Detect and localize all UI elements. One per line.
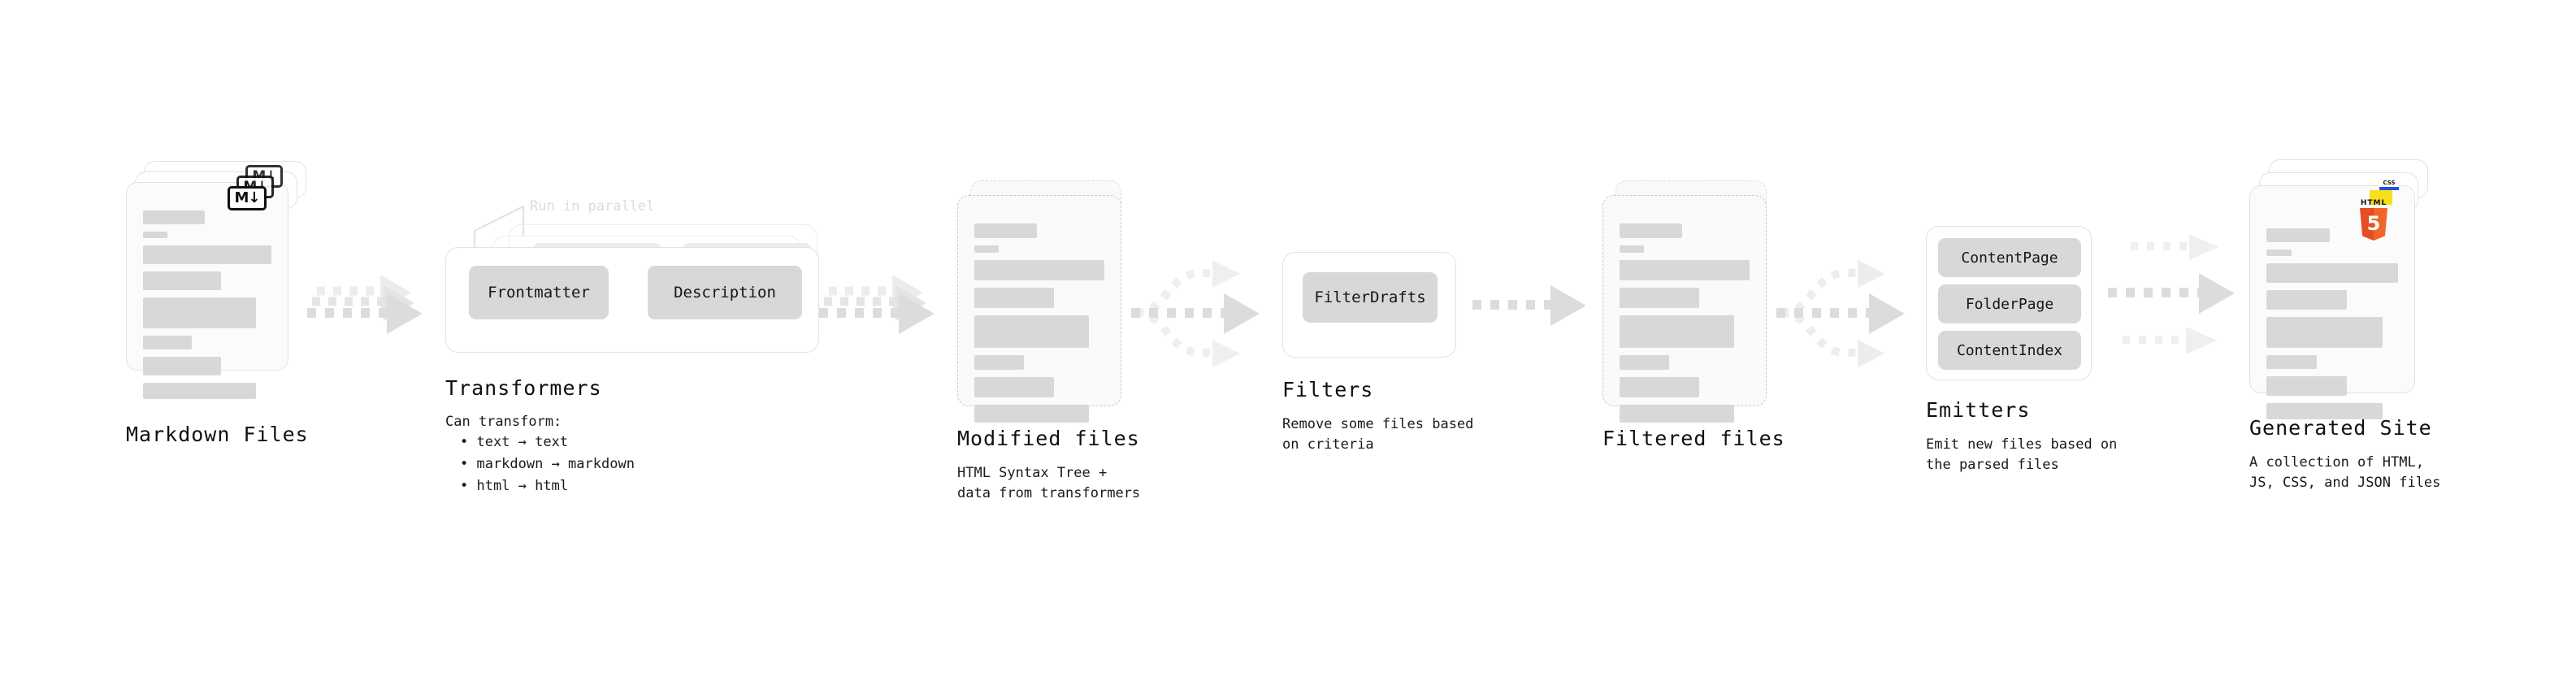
arrow-transformers-to-modified bbox=[819, 268, 949, 358]
skeleton-lines bbox=[1620, 223, 1750, 430]
skeleton-lines bbox=[143, 210, 271, 406]
css-icon-bar bbox=[2379, 187, 2399, 190]
emitters-subtitle: Emit new files based on the parsed files bbox=[1926, 436, 2118, 473]
modified-card-front bbox=[957, 195, 1121, 423]
css-icon-label: CSS bbox=[2383, 180, 2396, 186]
transformers-panel: Frontmatter Description bbox=[445, 247, 819, 353]
arrow-markdown-to-transformers bbox=[307, 268, 429, 358]
markdown-badge-front: M↓ bbox=[228, 186, 267, 210]
skeleton-lines bbox=[974, 223, 1104, 430]
arrow-modified-to-filters bbox=[1131, 254, 1271, 375]
markdown-badge-label-front: M↓ bbox=[234, 189, 261, 206]
chip-frontmatter[interactable]: Frontmatter bbox=[469, 266, 609, 319]
emitters-panel: ContentPage FolderPage ContentIndex bbox=[1926, 226, 2092, 380]
stage-title-filters: Filters bbox=[1282, 378, 1374, 401]
skeleton-lines bbox=[2266, 228, 2398, 427]
transformers-bullet-2: • html → html bbox=[460, 478, 569, 494]
filters-panel: FilterDrafts bbox=[1282, 252, 1456, 358]
run-in-parallel-label: Run in parallel bbox=[530, 198, 655, 215]
stage-title-filtered-files: Filtered files bbox=[1602, 427, 1785, 450]
stage-title-markdown-files: Markdown Files bbox=[126, 423, 309, 446]
arrow-emitters-to-site bbox=[2108, 234, 2251, 372]
arrow-filters-to-filtered bbox=[1472, 283, 1594, 332]
html5-icon-shield: 5 bbox=[2360, 208, 2387, 241]
transformers-bullet-1: • markdown → markdown bbox=[460, 456, 635, 472]
modified-files-subtitle: HTML Syntax Tree + data from transformer… bbox=[957, 465, 1141, 501]
arrow-filtered-to-emitters bbox=[1776, 254, 1916, 375]
stage-title-generated-site: Generated Site bbox=[2249, 416, 2432, 440]
chip-description[interactable]: Description bbox=[648, 266, 802, 319]
stage-title-modified-files: Modified files bbox=[957, 427, 1140, 450]
stage-title-transformers: Transformers bbox=[445, 376, 602, 400]
transformers-subtitle: Can transform: bbox=[445, 414, 562, 430]
filtered-card-front bbox=[1602, 195, 1767, 423]
css-icon: CSS bbox=[2379, 177, 2399, 190]
transformers-bullet-0: • text → text bbox=[460, 434, 569, 450]
chip-filterdrafts[interactable]: FilterDrafts bbox=[1303, 272, 1438, 323]
site-card-html bbox=[2249, 185, 2415, 419]
html5-icon-number: 5 bbox=[2366, 212, 2381, 235]
chip-contentindex[interactable]: ContentIndex bbox=[1938, 331, 2081, 370]
generated-site-subtitle: A collection of HTML, JS, CSS, and JSON … bbox=[2249, 454, 2441, 491]
chip-folderpage[interactable]: FolderPage bbox=[1938, 284, 2081, 323]
chip-contentpage[interactable]: ContentPage bbox=[1938, 238, 2081, 277]
js-icon bbox=[2370, 190, 2392, 205]
markdown-card-front bbox=[126, 182, 288, 399]
filters-subtitle: Remove some files based on criteria bbox=[1282, 416, 1474, 453]
stage-title-emitters: Emitters bbox=[1926, 398, 2031, 422]
html5-icon: HTML 5 bbox=[2360, 200, 2387, 241]
html5-icon-word: HTML bbox=[2360, 199, 2387, 207]
transformers-group: Run in parallel Frontmatter Description bbox=[445, 189, 835, 359]
